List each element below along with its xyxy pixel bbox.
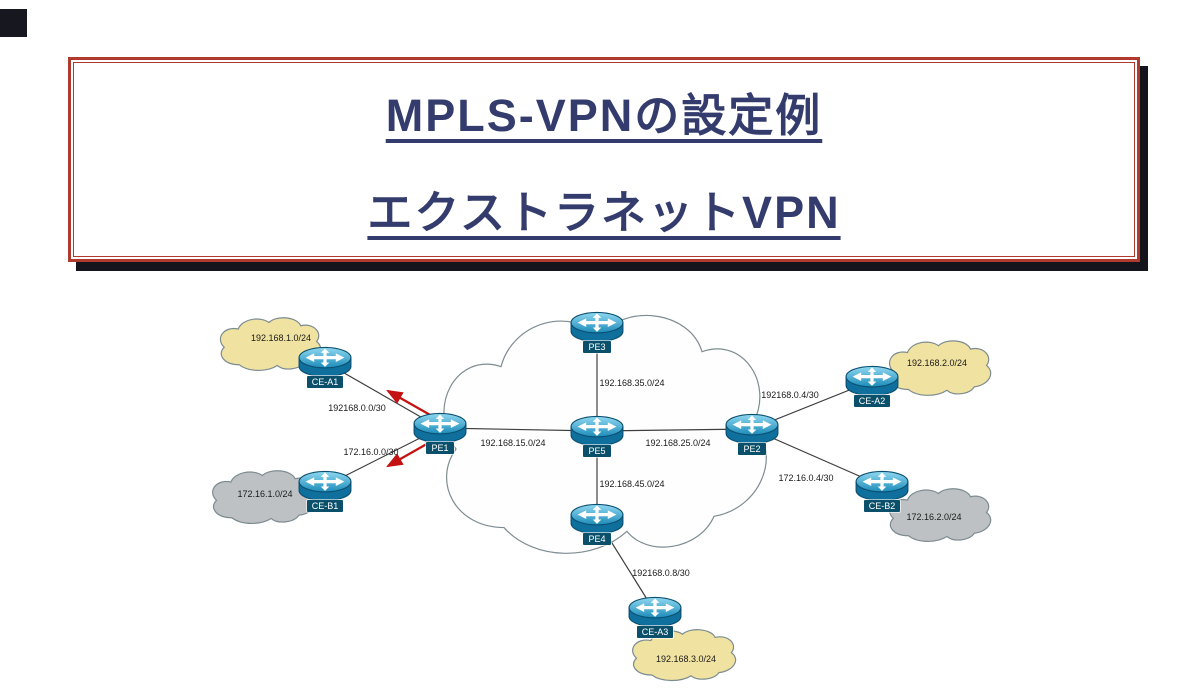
- router-label-pe5: PE5: [583, 445, 611, 457]
- network-label-vpn-b-site1: 172.16.1.0/24: [237, 489, 293, 499]
- router-icon: [628, 594, 682, 630]
- title-box: MPLS-VPNの設定例 エクストラネットVPN: [68, 57, 1140, 262]
- router-pe1: PE1: [413, 410, 467, 454]
- router-label-pe1: PE1: [426, 442, 454, 454]
- slide-title-line1: MPLS-VPNの設定例: [385, 89, 823, 141]
- vpn-route-arrows: [386, 389, 433, 468]
- router-ce-b1: CE-B1: [298, 468, 352, 512]
- network-label-vpn-a-site3: 192.168.3.0/24: [655, 654, 717, 664]
- link-label-pe5-pe4: 192.168.45.0/24: [599, 479, 665, 489]
- red-arrow-to-ce-a1: [386, 389, 433, 417]
- router-ce-b2: CE-B2: [855, 468, 909, 512]
- title-inner-frame: MPLS-VPNの設定例 エクストラネットVPN: [73, 62, 1135, 257]
- link-label-pe1-pe5: 192.168.15.0/24: [480, 438, 546, 448]
- router-icon: [855, 468, 909, 504]
- router-label-pe3: PE3: [583, 341, 611, 353]
- router-pe3: PE3: [570, 309, 624, 353]
- router-label-ce-a3: CE-A3: [636, 626, 674, 638]
- router-ce-a3: CE-A3: [628, 594, 682, 638]
- link-label-pe3-pe5: 192.168.35.0/24: [599, 378, 665, 388]
- network-label-vpn-a-site2: 192.168.2.0/24: [906, 358, 968, 368]
- router-label-ce-b1: CE-B1: [306, 500, 344, 512]
- router-icon: [570, 309, 624, 345]
- link-label-pe4-ce-a3: 192168.0.8/30: [632, 568, 690, 578]
- router-label-pe4: PE4: [583, 533, 611, 545]
- link-label-pe2-ce-a2: 192168.0.4/30: [761, 390, 819, 400]
- router-pe4: PE4: [570, 501, 624, 545]
- link-label-ce-b1-pe1: 172.16.0.0/30: [343, 447, 399, 457]
- network-cloud-vpn-a-site2: [888, 340, 992, 396]
- router-ce-a2: CE-A2: [845, 363, 899, 407]
- router-icon: [298, 468, 352, 504]
- router-icon: [725, 411, 779, 447]
- network-label-vpn-b-site2: 172.16.2.0/24: [906, 512, 962, 522]
- router-icon: [570, 413, 624, 449]
- link-label-pe2-ce-b2: 172.16.0.4/30: [778, 473, 834, 483]
- network-label-vpn-a-site1: 192.168.1.0/24: [250, 333, 312, 343]
- slide-title-line2: エクストラネットVPN: [367, 186, 841, 238]
- corner-decoration-block: [0, 9, 27, 37]
- router-label-ce-a1: CE-A1: [306, 376, 344, 388]
- router-label-ce-a2: CE-A2: [853, 395, 891, 407]
- link-label-ce-a1-pe1: 192168.0.0/30: [328, 403, 386, 413]
- router-ce-a1: CE-A1: [298, 344, 352, 388]
- router-pe2: PE2: [725, 411, 779, 455]
- red-arrow-to-ce-b1: [386, 440, 433, 468]
- router-label-pe2: PE2: [738, 443, 766, 455]
- router-icon: [570, 501, 624, 537]
- router-icon: [298, 344, 352, 380]
- router-icon: [845, 363, 899, 399]
- router-icon: [413, 410, 467, 446]
- router-label-ce-b2: CE-B2: [863, 500, 901, 512]
- router-pe5: PE5: [570, 413, 624, 457]
- link-label-pe5-pe2: 192.168.25.0/24: [645, 438, 711, 448]
